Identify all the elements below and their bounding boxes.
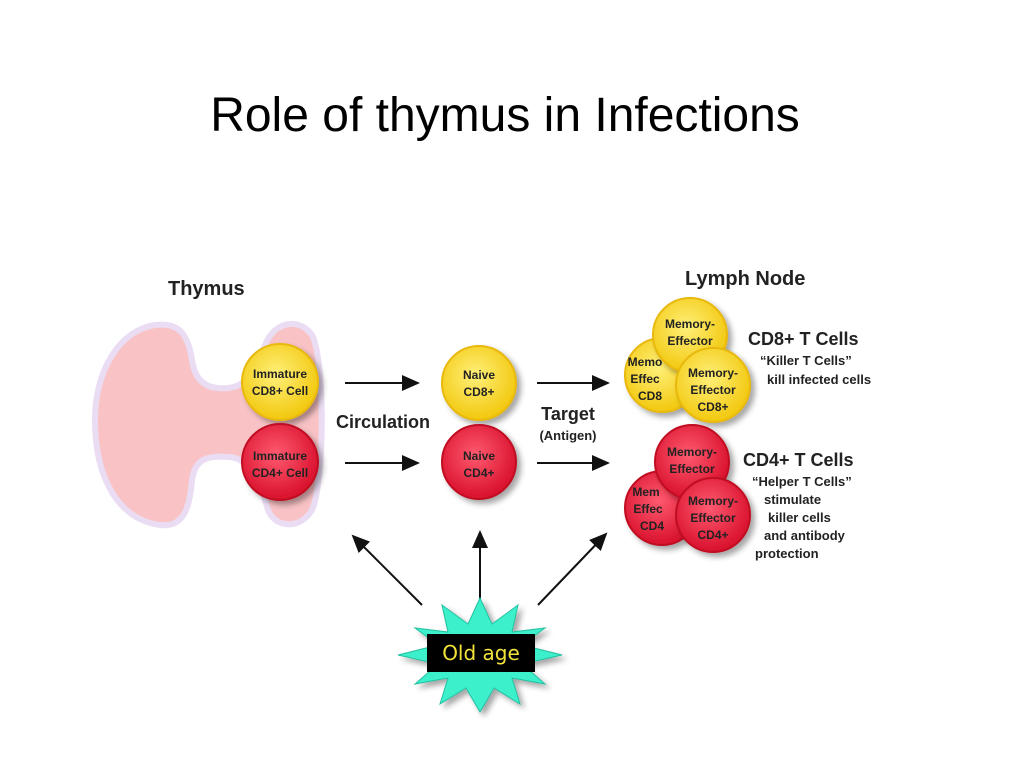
immature-cd4-cell	[241, 423, 319, 501]
memory-cd4-front-line1: Memory-	[688, 494, 738, 508]
memory-cd4-back-line2: Effec	[633, 502, 663, 516]
cd8-group-line2: kill infected cells	[767, 372, 871, 387]
memory-cd4-back-line1: Mem	[632, 485, 659, 499]
target-sub-label: (Antigen)	[539, 428, 596, 443]
naive-cd8-cell	[441, 345, 517, 421]
naive-cd8-line2: CD8+	[463, 385, 494, 399]
immature-cd8-line2: CD8+ Cell	[252, 384, 308, 398]
memory-cd8-top-line2: Effector	[667, 334, 713, 348]
cd4-group-line5: protection	[755, 546, 819, 561]
memory-cd4-back-line3: CD4	[640, 519, 664, 533]
memory-cd8-front-line2: Effector	[690, 383, 736, 397]
cd4-group-line3: killer cells	[768, 510, 831, 525]
memory-cd8-front-cell	[675, 347, 751, 423]
cd4-group-line4: and antibody	[764, 528, 846, 543]
immature-cd4-line1: Immature	[253, 449, 307, 463]
thymus-heading: Thymus	[168, 278, 245, 300]
immature-cd4-line2: CD4+ Cell	[252, 466, 308, 480]
lymph-node-heading: Lymph Node	[685, 268, 805, 290]
memory-cd8-top-line1: Memory-	[665, 317, 715, 331]
naive-cd4-line2: CD4+	[463, 466, 494, 480]
memory-cd4-top-line1: Memory-	[667, 445, 717, 459]
memory-cd8-front-line3: CD8+	[697, 400, 728, 414]
naive-cd8-line1: Naive	[463, 368, 495, 382]
memory-cd4-front-line2: Effector	[690, 511, 736, 525]
cd4-group-line1: “Helper T Cells”	[752, 474, 852, 489]
naive-cd4-cell	[441, 424, 517, 500]
naive-cd4-line1: Naive	[463, 449, 495, 463]
immature-cd8-cell	[241, 343, 319, 421]
memory-cd4-front-cell	[675, 477, 751, 553]
arrow-old-age-thymus	[351, 534, 423, 606]
old-age-label: Old age	[427, 634, 535, 672]
memory-cd8-back-line2: Effec	[630, 372, 660, 386]
arrow-old-age-lymph	[537, 532, 608, 606]
slide-title: Role of thymus in Infections	[210, 89, 800, 142]
memory-cd8-back-line3: CD8	[638, 389, 662, 403]
circulation-label: Circulation	[336, 412, 430, 432]
target-label: Target	[541, 404, 595, 424]
cd8-group-title: CD8+ T Cells	[748, 329, 859, 349]
cd4-group-title: CD4+ T Cells	[743, 450, 854, 470]
memory-cd8-front-line1: Memory-	[688, 366, 738, 380]
memory-cd4-front-line3: CD4+	[697, 528, 728, 542]
memory-cd8-back-line1: Memo	[628, 355, 663, 369]
cd8-group-line1: “Killer T Cells”	[760, 353, 852, 368]
memory-cd4-top-line2: Effector	[669, 462, 715, 476]
cd4-group-line2: stimulate	[764, 492, 821, 507]
immature-cd8-line1: Immature	[253, 367, 307, 381]
